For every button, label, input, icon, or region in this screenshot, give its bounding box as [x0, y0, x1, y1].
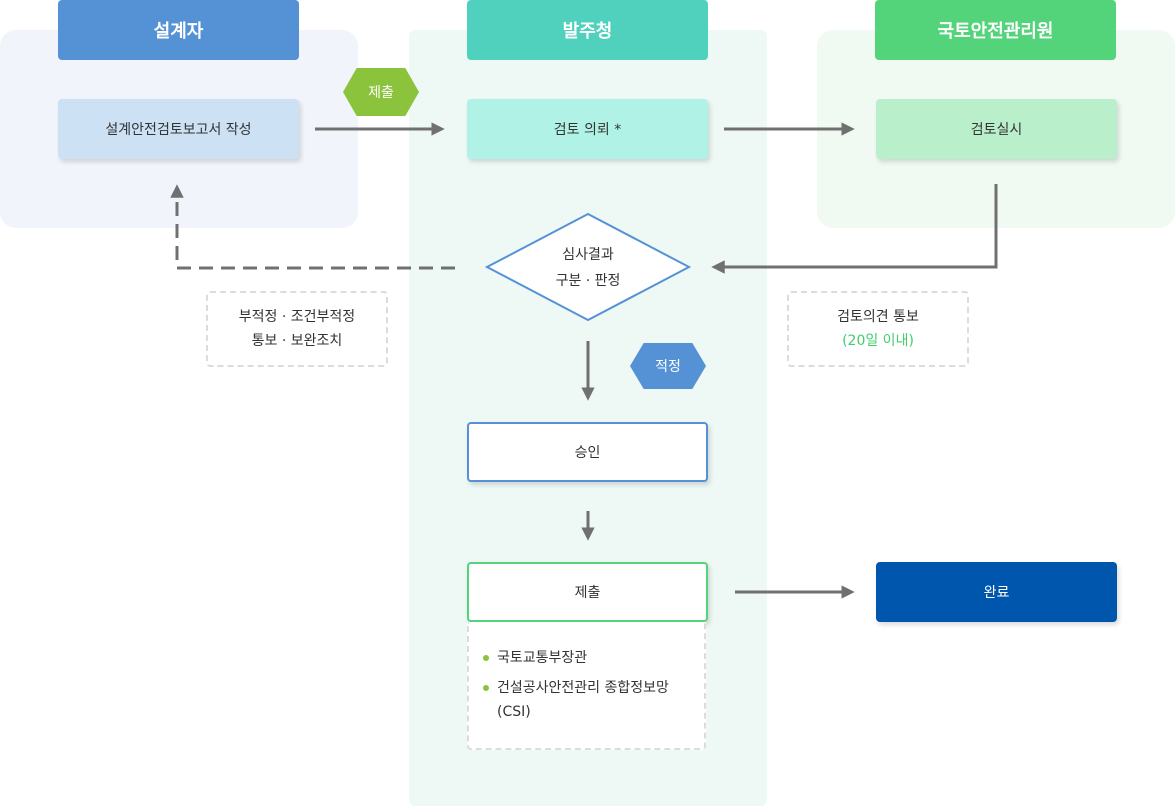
decision-label: 심사결과 구분 · 판정	[487, 240, 689, 296]
note-unsuitable-line2: 통보 · 보완조치	[251, 333, 343, 349]
note-review-opinion: 검토의견 통보 (20일 이내)	[787, 291, 969, 367]
submit-target-item: 건설공사안전관리 종합정보망 (CSI)	[483, 676, 690, 724]
note-review-opinion-line1: 검토의견 통보	[837, 309, 919, 325]
step-write-report: 설계안전검토보고서 작성	[58, 99, 299, 159]
decision-diamond	[484, 212, 692, 322]
lane-header-kalis: 국토안전관리원	[875, 0, 1116, 60]
step-done: 완료	[876, 562, 1117, 622]
arrow-review-to-decision	[711, 184, 998, 274]
lane-header-designer: 설계자	[58, 0, 299, 60]
note-unsuitable-line1: 부적정 · 조건부적정	[238, 309, 356, 325]
suitable-tag: 적정	[630, 343, 706, 389]
note-unsuitable: 부적정 · 조건부적정 통보 · 보완조치	[206, 291, 388, 367]
step-submit: 제출	[467, 562, 708, 622]
decision-label-line1: 심사결과	[562, 247, 614, 263]
submit-target-list: 국토교통부장관 건설공사안전관리 종합정보망 (CSI)	[467, 622, 706, 750]
decision-label-line2: 구분 · 판정	[555, 273, 621, 289]
arrow-decision-to-designer	[170, 184, 455, 270]
submit-tag: 제출	[343, 68, 419, 116]
submit-target-item: 국토교통부장관	[483, 646, 690, 670]
note-review-opinion-line2: (20일 이내)	[842, 333, 914, 349]
step-review-request: 검토 의뢰 *	[467, 99, 708, 159]
step-review: 검토실시	[876, 99, 1117, 159]
lane-header-client: 발주청	[467, 0, 708, 60]
step-approve: 승인	[467, 422, 708, 482]
